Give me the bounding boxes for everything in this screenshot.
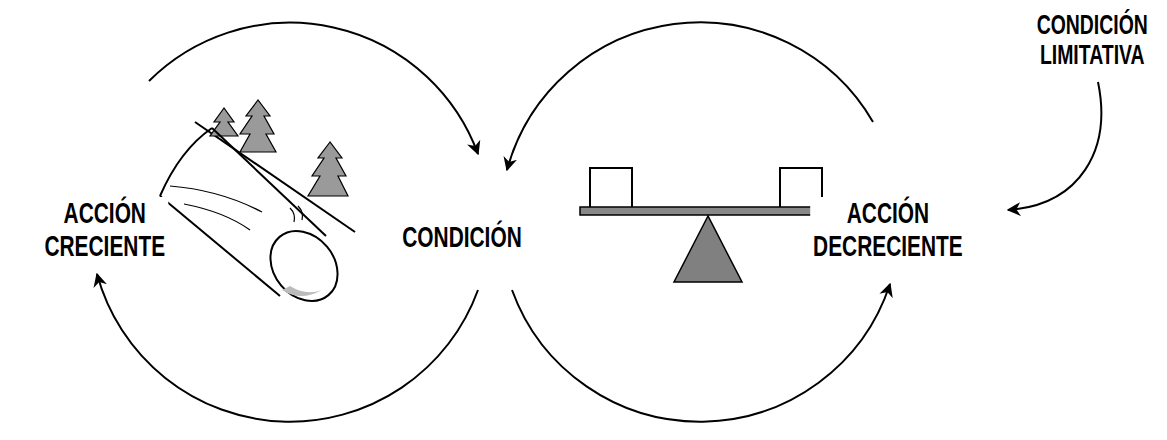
loop-label: ACCIÓN DECRECIENTE (810, 197, 965, 263)
loop-label: CONDICIÓN LIMITATIVA (1034, 10, 1151, 70)
loop-arc (149, 23, 478, 154)
loop-label: CONDICIÓN (399, 221, 524, 254)
loop-label: ACCIÓN CRECIENTE (42, 197, 168, 263)
rolling-log (160, 128, 351, 314)
loop-arc (97, 274, 478, 422)
leader-arrow (1008, 82, 1101, 210)
hill-slope (195, 100, 355, 232)
seesaw (580, 168, 836, 282)
loop-arc (507, 22, 873, 170)
loop-arc (512, 284, 890, 422)
